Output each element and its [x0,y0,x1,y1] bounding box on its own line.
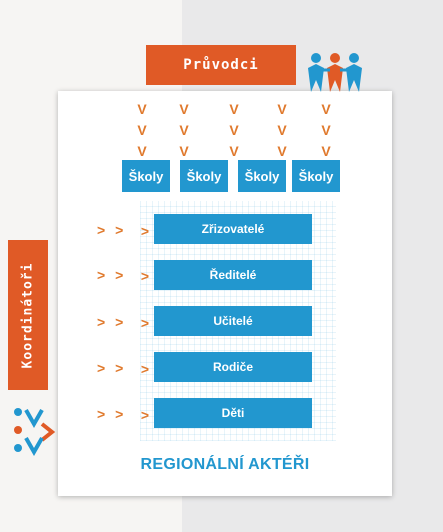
actor-bar-ucitele: Učitelé [154,306,312,336]
row-arrows: > > [97,314,127,330]
actor-bar-deti: Děti [154,398,312,428]
down-chevron: V [321,122,331,138]
row-arrows: > > [97,267,127,283]
down-chevron: V [179,143,189,159]
actor-bar-rodice: Rodiče [154,352,312,382]
row-arrows: > > [97,406,127,422]
vav-logo-icon [14,408,56,456]
actor-bar-reditele: Ředitelé [154,260,312,290]
row-arrow-tip: > [140,223,150,239]
down-chevron: V [137,122,147,138]
diagram-card [58,91,392,496]
actor-bar-zrizovatele: Zřizovatelé [154,214,312,244]
down-chevron: V [277,101,287,117]
skoly-box: Školy [238,160,286,192]
down-chevron: V [137,101,147,117]
down-chevron: V [179,101,189,117]
pruvodci-label: Průvodci [183,57,259,73]
koordinatori-label-tab: Koordinátoři [8,240,48,390]
pruvodci-label-tab: Průvodci [146,45,296,85]
skoly-box: Školy [122,160,170,192]
people-group-icon [308,53,362,92]
down-chevron: V [229,143,239,159]
koordinatori-label: Koordinátoři [20,262,36,368]
down-chevron: V [137,143,147,159]
skoly-box: Školy [180,160,228,192]
down-chevron: V [321,101,331,117]
down-chevron: V [179,122,189,138]
diagram-title: REGIONÁLNÍ AKTÉŘI [140,456,310,473]
row-arrow-tip: > [140,407,150,423]
down-chevron: V [277,143,287,159]
row-arrows: > > [97,360,127,376]
skoly-box: Školy [292,160,340,192]
down-chevron: V [229,101,239,117]
row-arrow-tip: > [140,315,150,331]
row-arrow-tip: > [140,268,150,284]
row-arrow-tip: > [140,361,150,377]
row-arrows: > > [97,222,127,238]
down-chevron: V [321,143,331,159]
down-chevron: V [277,122,287,138]
down-chevron: V [229,122,239,138]
